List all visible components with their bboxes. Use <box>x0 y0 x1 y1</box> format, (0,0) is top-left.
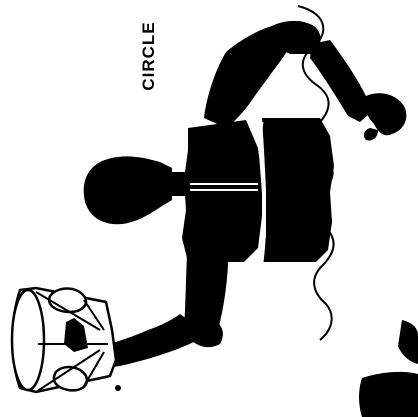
corner-shape <box>359 372 418 417</box>
figure-label: CIRCLE <box>139 21 159 90</box>
figure-torso-right <box>262 118 334 262</box>
figure-hand-left-lamp <box>49 289 86 313</box>
lamp-rim-icon <box>12 290 44 390</box>
bullet-dot <box>115 385 121 391</box>
